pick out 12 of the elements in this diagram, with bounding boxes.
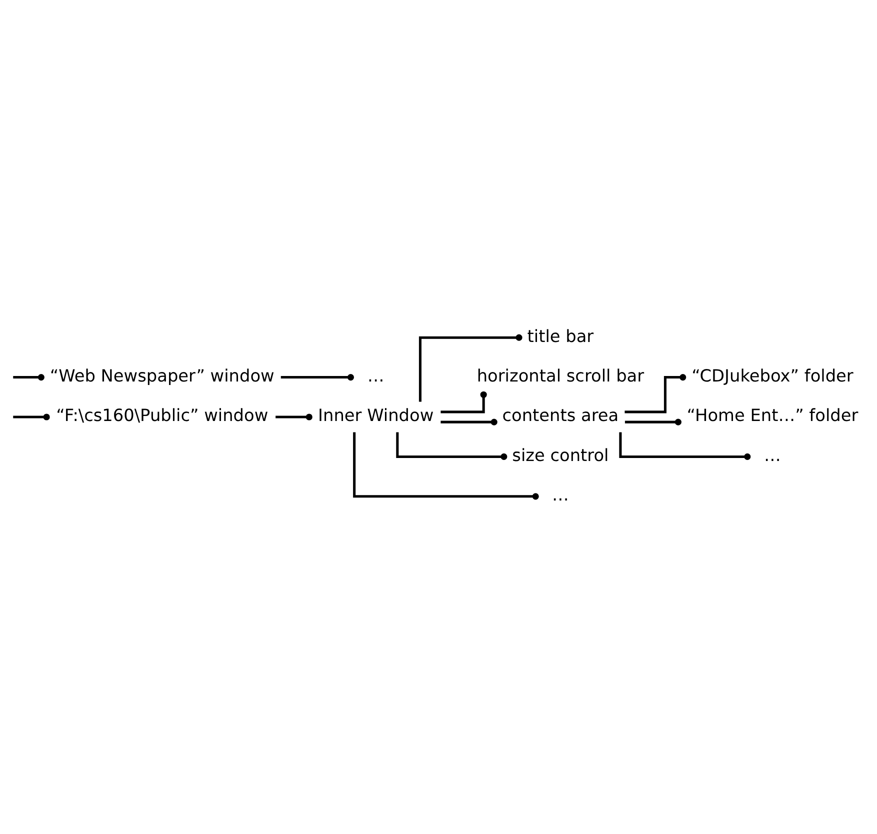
node-text: contents area — [502, 405, 619, 426]
node-text: size control — [512, 444, 609, 465]
node-text: … — [367, 366, 384, 386]
node-text: horizontal scroll bar — [476, 366, 644, 386]
node-text: “Home Ent…” folder — [686, 405, 858, 426]
node-text: title bar — [527, 326, 594, 346]
node-text: “F:\cs160\Public” window — [56, 405, 268, 426]
node-text: … — [764, 444, 781, 465]
node-text: … — [552, 484, 569, 505]
node-text: Inner Window — [318, 405, 434, 426]
node-text: “Web Newspaper” window — [50, 366, 274, 386]
node-text: “CDJukebox” folder — [692, 366, 854, 386]
